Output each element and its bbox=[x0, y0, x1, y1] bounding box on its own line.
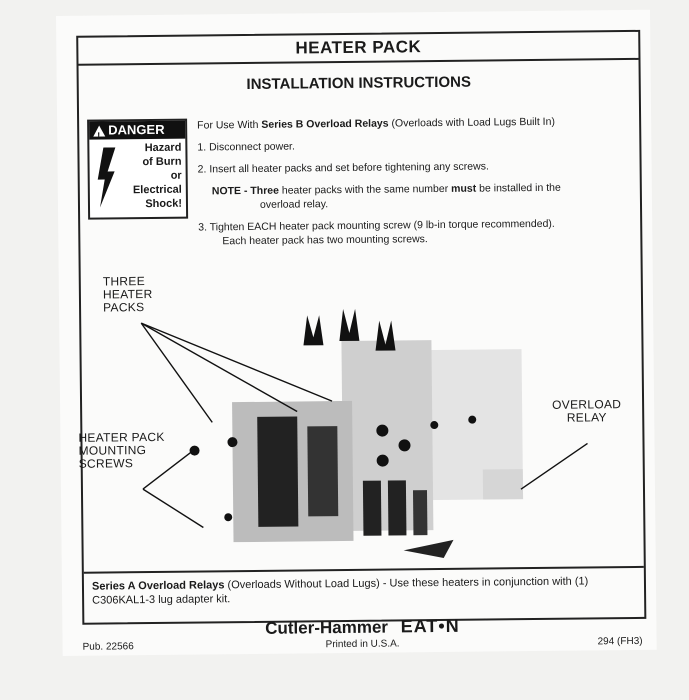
danger-title: DANGER bbox=[108, 121, 165, 138]
label-overload-relay: OVERLOAD RELAY bbox=[552, 397, 622, 425]
step-1: 1. Disconnect power. bbox=[197, 140, 295, 154]
step-2: 2. Insert all heater packs and set befor… bbox=[197, 160, 489, 176]
label-three-heater-packs: THREE HEATER PACKS bbox=[102, 274, 153, 315]
relay-illustration bbox=[140, 308, 588, 558]
instruction-sheet: HEATER PACK INSTALLATION INSTRUCTIONS ! … bbox=[56, 9, 657, 656]
intro-text: For Use With Series B Overload Relays (O… bbox=[197, 115, 555, 132]
lightning-bolt-icon bbox=[89, 139, 124, 215]
hazard-line: of Burn bbox=[142, 155, 182, 169]
step-3: 3. Tighten EACH heater pack mounting scr… bbox=[198, 217, 555, 248]
footer: Cutler-Hammer EAT•N Printed in U.S.A. Pu… bbox=[82, 616, 643, 654]
note-text: NOTE - Three heater packs with the same … bbox=[211, 181, 561, 211]
hazard-line: Hazard bbox=[144, 141, 182, 155]
warning-triangle-icon: ! bbox=[93, 124, 106, 140]
leader-lines bbox=[140, 322, 588, 529]
hazard-line: Shock! bbox=[145, 197, 183, 211]
document-frame: HEATER PACK INSTALLATION INSTRUCTIONS ! … bbox=[76, 29, 647, 625]
publication-number: Pub. 22566 bbox=[82, 641, 134, 653]
eaton-logo: EAT•N bbox=[400, 615, 460, 637]
hazard-text: Hazard of Burn or Electrical Shock! bbox=[123, 139, 186, 216]
relay-drawing bbox=[189, 308, 524, 558]
label-mounting-screws: HEATER PACK MOUNTING SCREWS bbox=[78, 429, 165, 471]
instructions-block: For Use With Series B Overload Relays (O… bbox=[197, 114, 628, 256]
document-code: 294 (FH3) bbox=[597, 635, 643, 648]
section-title: INSTALLATION INSTRUCTIONS bbox=[246, 73, 472, 94]
hazard-line: Electrical bbox=[132, 183, 182, 197]
relay-diagram: THREE HEATER PACKS HEATER PACK MOUNTING … bbox=[78, 248, 639, 584]
brand-name: Cutler-Hammer bbox=[265, 617, 389, 638]
hazard-line: or bbox=[170, 169, 182, 182]
series-a-note: Series A Overload Relays (Overloads With… bbox=[83, 565, 645, 620]
danger-header: ! DANGER bbox=[89, 120, 186, 140]
page-title: HEATER PACK bbox=[78, 31, 639, 66]
danger-label: ! DANGER Hazard of Burn or Electrical Sh… bbox=[87, 118, 189, 220]
